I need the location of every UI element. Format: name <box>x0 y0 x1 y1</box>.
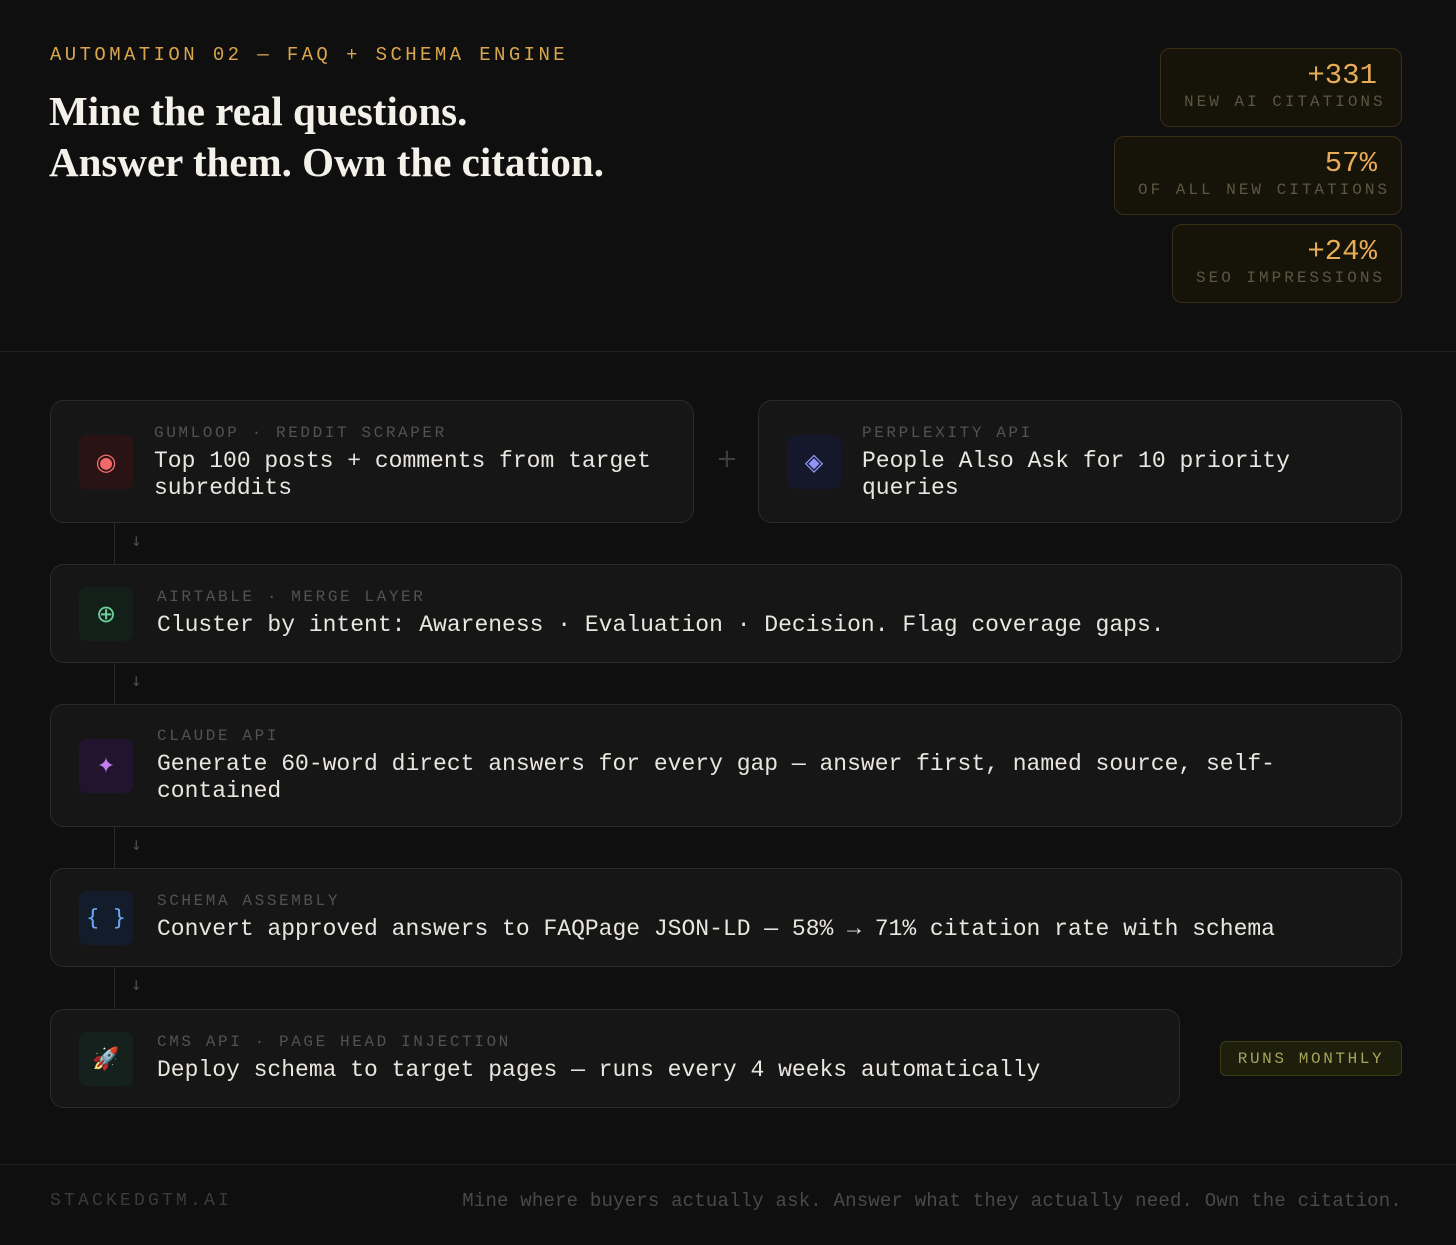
footer: STACKEDGTM.AI Mine where buyers actually… <box>0 1164 1456 1245</box>
footer-tagline: Mine where buyers actually ask. Answer w… <box>462 1190 1402 1212</box>
down-arrow-icon: ↓ <box>131 670 142 691</box>
diamond-icon: ◈ <box>787 435 841 489</box>
stat-card-new-ai-citations: +331 NEW AI CITATIONS <box>1160 48 1402 127</box>
headline-line-1: Mine the real questions. <box>49 88 468 134</box>
step-kicker: AIRTABLE · MERGE LAYER <box>157 588 426 606</box>
stat-value: 57% <box>1324 147 1377 180</box>
code-braces-icon: { } <box>79 891 133 945</box>
plus-connector: + <box>716 444 738 474</box>
stat-card-share-of-citations: 57% OF ALL NEW CITATIONS <box>1114 136 1402 215</box>
step-description: Convert approved answers to FAQPage JSON… <box>157 916 1275 942</box>
step-kicker: SCHEMA ASSEMBLY <box>157 892 341 910</box>
header-section: AUTOMATION 02 — FAQ + SCHEMA ENGINE Mine… <box>0 0 1456 352</box>
down-arrow-icon: ↓ <box>131 974 142 995</box>
step-kicker: GUMLOOP · REDDIT SCRAPER <box>154 424 447 442</box>
connector-line <box>114 967 115 1009</box>
stat-label: OF ALL NEW CITATIONS <box>1138 181 1391 199</box>
step-kicker: CMS API · PAGE HEAD INJECTION <box>157 1033 511 1051</box>
step-description: Deploy schema to target pages — runs eve… <box>157 1057 1041 1083</box>
connector-line <box>114 827 115 868</box>
stat-label: SEO IMPRESSIONS <box>1196 269 1386 287</box>
step-kicker: CLAUDE API <box>157 727 280 745</box>
headline-line-2: Answer them. Own the citation. <box>49 139 604 185</box>
step-card-perplexity: ◈ PERPLEXITY API People Also Ask for 10 … <box>758 400 1402 523</box>
step-description: Generate 60-word direct answers for ever… <box>157 751 1275 804</box>
step-kicker: PERPLEXITY API <box>862 424 1033 442</box>
target-icon: ◉ <box>79 435 133 489</box>
stat-card-seo-impressions: +24% SEO IMPRESSIONS <box>1172 224 1402 303</box>
step-description: People Also Ask for 10 priority queries <box>862 448 1290 501</box>
merge-icon: ⊕ <box>79 587 133 641</box>
stat-label: NEW AI CITATIONS <box>1184 93 1386 111</box>
stat-value: +24% <box>1307 235 1377 268</box>
stat-value: +331 <box>1307 59 1377 92</box>
step-card-gumloop: ◉ GUMLOOP · REDDIT SCRAPER Top 100 posts… <box>50 400 694 523</box>
step-card-airtable: ⊕ AIRTABLE · MERGE LAYER Cluster by inte… <box>50 564 1402 663</box>
step-card-claude: ✦ CLAUDE API Generate 60-word direct ans… <box>50 704 1402 827</box>
connector-line <box>114 523 115 564</box>
connector-line <box>114 663 115 704</box>
runs-monthly-badge: RUNS MONTHLY <box>1220 1041 1402 1076</box>
down-arrow-icon: ↓ <box>131 530 142 551</box>
step-description: Cluster by intent: Awareness · Evaluatio… <box>157 612 1165 638</box>
footer-brand: STACKEDGTM.AI <box>50 1191 233 1211</box>
step-card-cms: 🚀 CMS API · PAGE HEAD INJECTION Deploy s… <box>50 1009 1180 1108</box>
rocket-icon: 🚀 <box>79 1032 133 1086</box>
step-description: Top 100 posts + comments from target sub… <box>154 448 651 501</box>
page-title: Mine the real questions. Answer them. Ow… <box>49 86 604 188</box>
eyebrow-label: AUTOMATION 02 — FAQ + SCHEMA ENGINE <box>50 44 569 66</box>
step-card-schema: { } SCHEMA ASSEMBLY Convert approved ans… <box>50 868 1402 967</box>
down-arrow-icon: ↓ <box>131 834 142 855</box>
sparkle-icon: ✦ <box>79 739 133 793</box>
